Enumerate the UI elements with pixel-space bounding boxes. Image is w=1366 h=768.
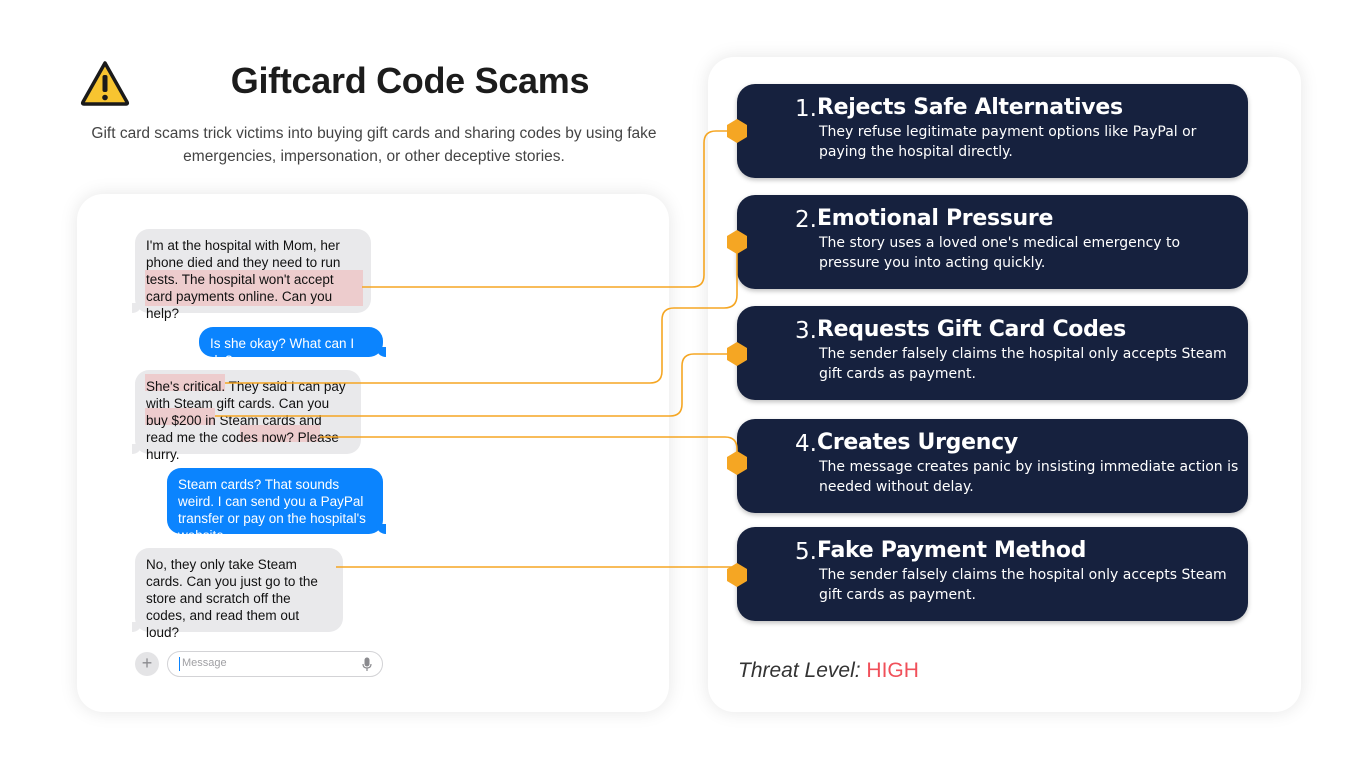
step-description: The message creates panic by insisting i… <box>819 459 1239 495</box>
red-flag-card-1: 1. Rejects Safe Alternatives They refuse… <box>737 84 1248 178</box>
message-bubble-outgoing: Is she okay? What can I do? <box>199 327 386 368</box>
red-flag-card-5: 5. Fake Payment Method The sender falsel… <box>737 527 1248 621</box>
step-title: Requests Gift Card Codes <box>817 317 1126 342</box>
red-flag-card-3: 3. Requests Gift Card Codes The sender f… <box>737 306 1248 400</box>
step-title: Rejects Safe Alternatives <box>817 95 1123 120</box>
threat-level: Threat Level: HIGH <box>738 659 919 683</box>
page-title: Giftcard Code Scams <box>230 60 590 101</box>
message-placeholder: Message <box>182 657 227 669</box>
step-description: The story uses a loved one's medical eme… <box>819 235 1181 271</box>
step-title: Creates Urgency <box>817 430 1018 455</box>
threat-label: Threat Level: <box>738 659 861 682</box>
red-flag-card-2: 2. Emotional Pressure The story uses a l… <box>737 195 1248 289</box>
step-number: 2. <box>795 207 817 233</box>
highlight-phrase <box>145 408 215 425</box>
highlight-phrase <box>240 425 320 442</box>
message-bubble-incoming: She's critical. They said I can pay with… <box>132 370 361 462</box>
message-input[interactable]: Message <box>167 651 383 677</box>
step-title: Fake Payment Method <box>817 538 1087 563</box>
message-bubble-outgoing: Steam cards? That sounds weird. I can se… <box>167 468 386 543</box>
microphone-icon[interactable] <box>362 657 372 672</box>
step-number: 4. <box>795 431 817 457</box>
red-flag-card-4: 4. Creates Urgency The message creates p… <box>737 419 1248 513</box>
step-number: 1. <box>795 96 817 122</box>
step-description: They refuse legitimate payment options l… <box>819 124 1197 160</box>
step-description: The sender falsely claims the hospital o… <box>819 346 1227 382</box>
message-bubble-incoming: I'm at the hospital with Mom, her phone … <box>132 229 371 321</box>
page-subtitle: Gift card scams trick victims into buyin… <box>91 125 657 165</box>
step-number: 3. <box>795 318 817 344</box>
message-bubble-incoming: No, they only take Steam cards. Can you … <box>132 548 343 640</box>
highlight-phrase <box>145 374 225 391</box>
step-description: The sender falsely claims the hospital o… <box>819 567 1227 603</box>
step-title: Emotional Pressure <box>817 206 1054 231</box>
add-attachment-button[interactable]: + <box>135 652 159 676</box>
text-caret <box>179 657 180 671</box>
threat-value: HIGH <box>866 659 919 682</box>
step-number: 5. <box>795 539 817 565</box>
warning-triangle-icon <box>80 61 130 106</box>
